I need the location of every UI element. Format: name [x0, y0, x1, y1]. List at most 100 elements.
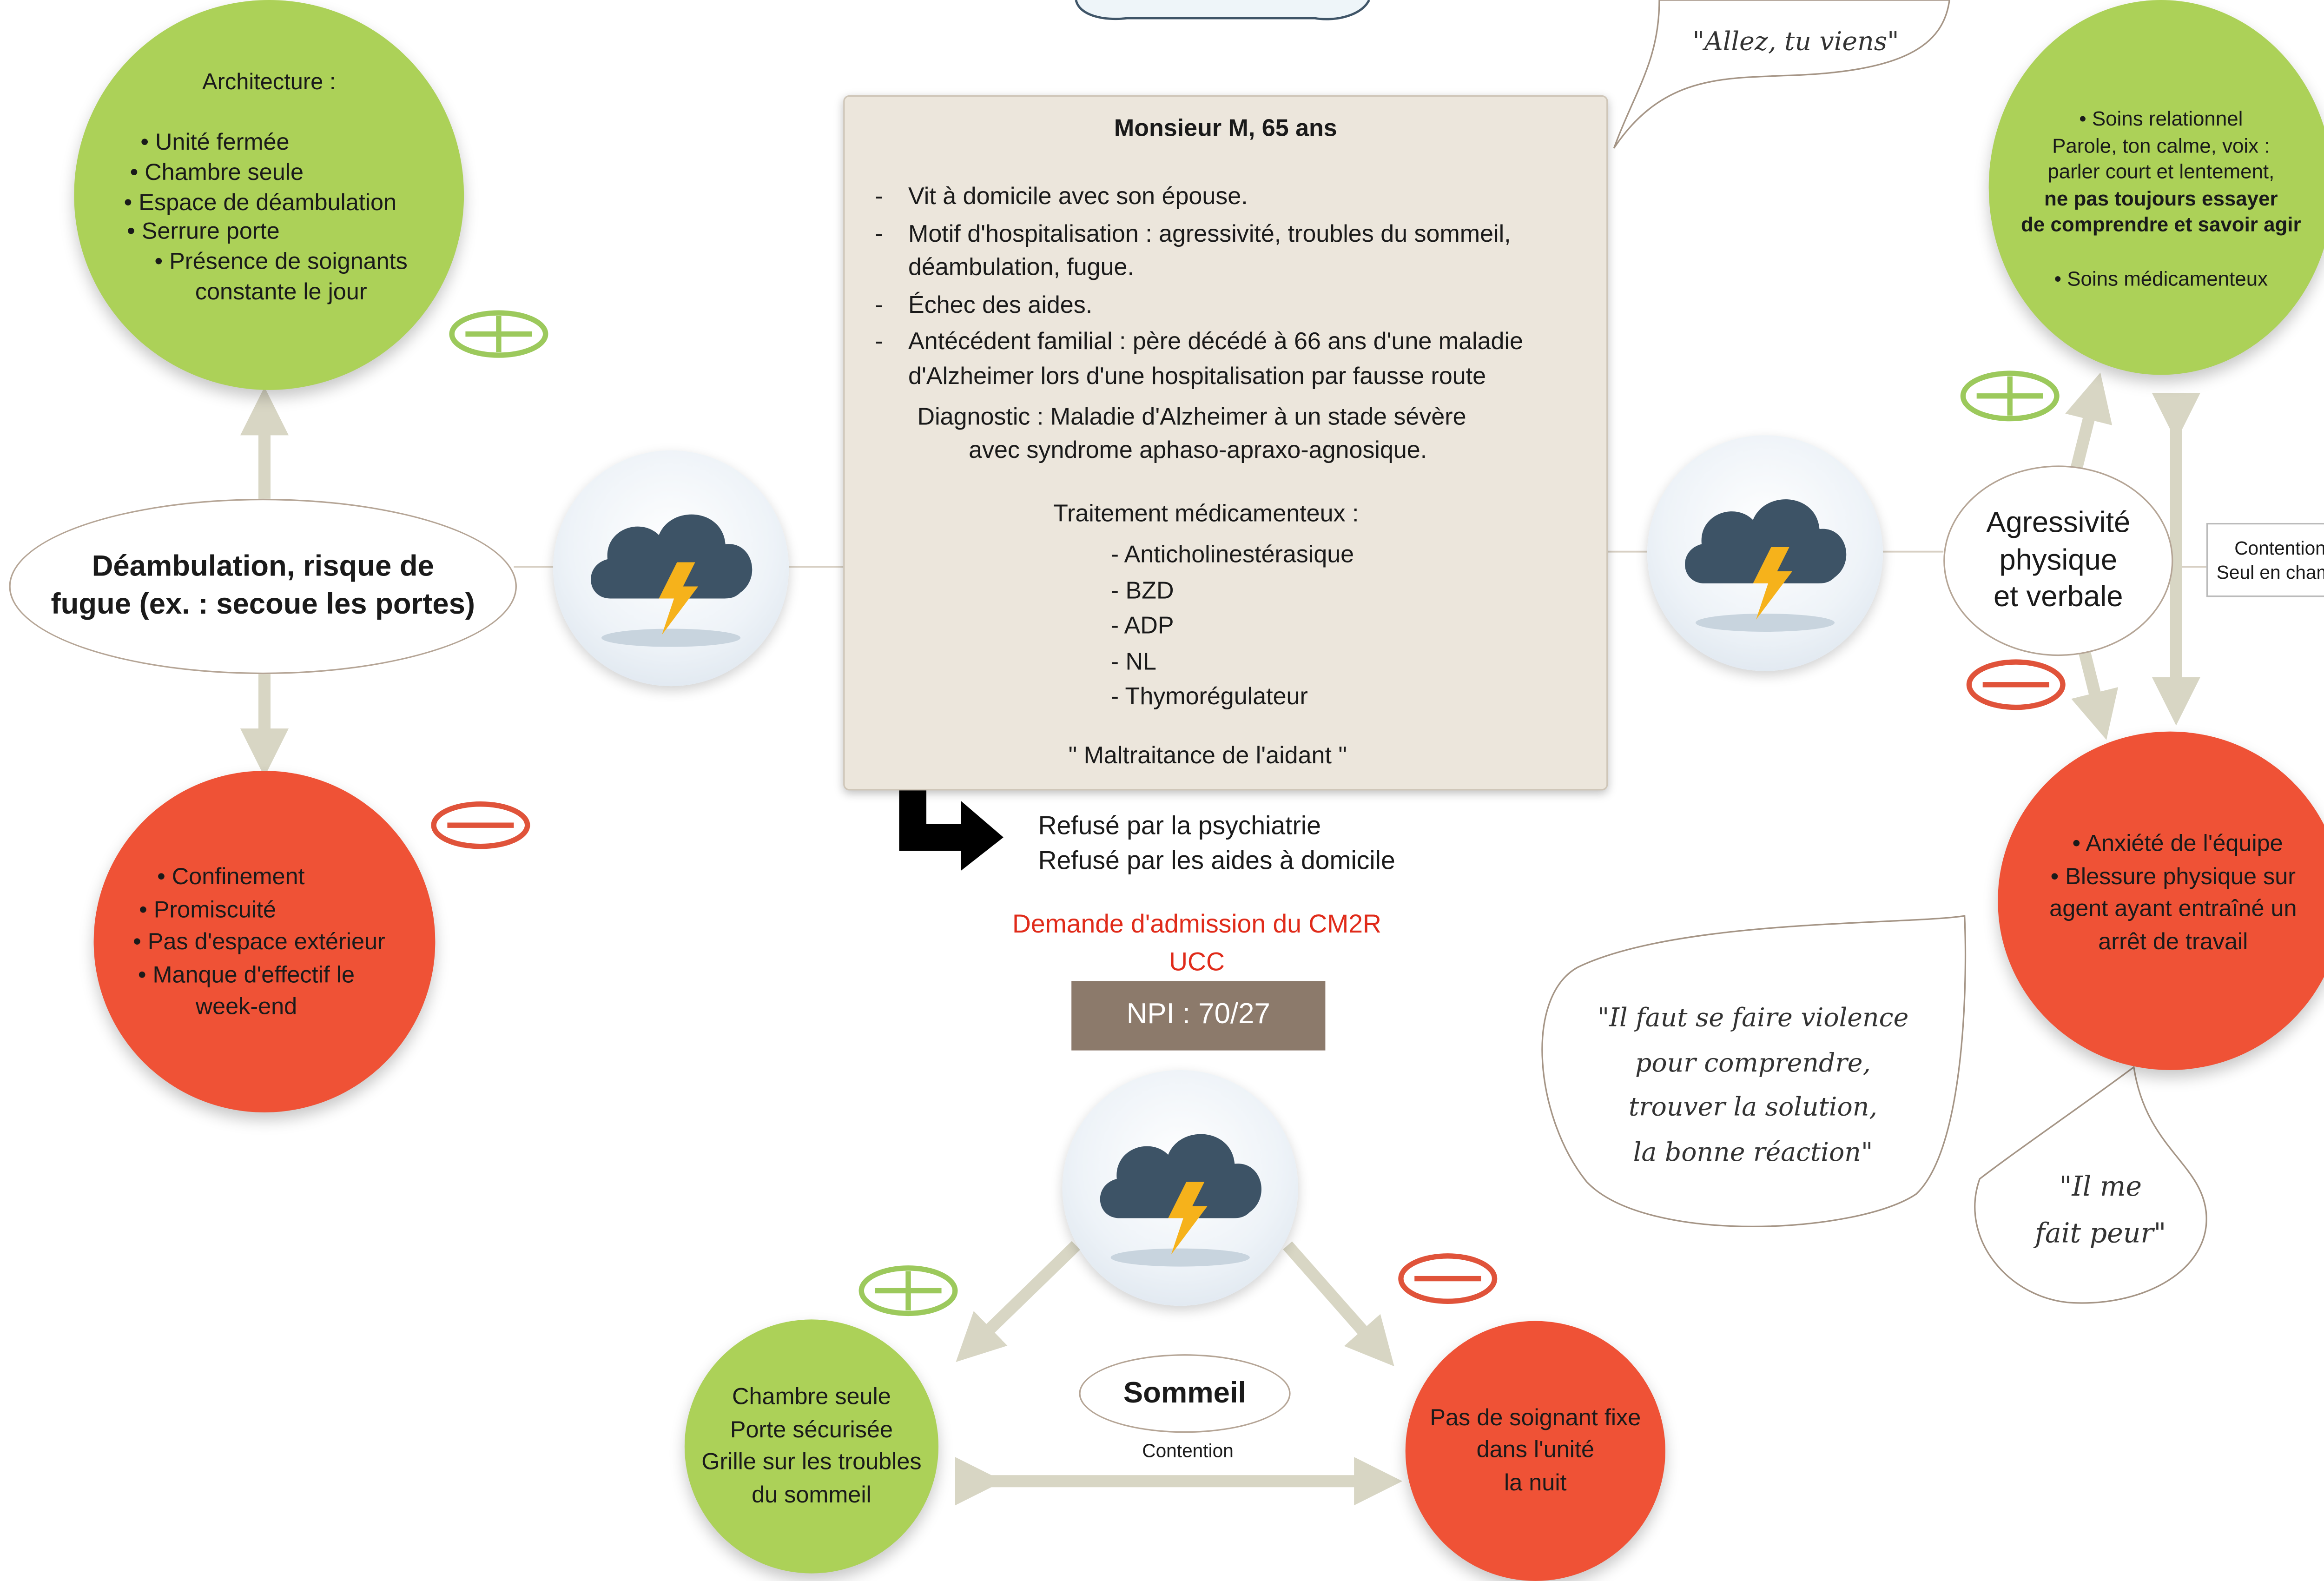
confinement-list: Confinement Promiscuité Pas d'espace ext…: [94, 861, 436, 1024]
confinement-item: Confinement: [94, 861, 436, 894]
storm-cloud-icon: [1100, 1134, 1261, 1267]
soignant-line: Pas de soignant fixe: [1430, 1405, 1641, 1431]
soins-emphasis: de comprendre et savoir agir: [2021, 213, 2301, 236]
plus-icon: [858, 1265, 958, 1316]
bubble-quote-line: la bonne réaction": [1633, 1137, 1873, 1168]
treatment-list: - Anticholinestérasique - BZD - ADP - NL…: [1111, 538, 1354, 715]
admission-line: Demande d'admission du CM2R: [1012, 910, 1381, 939]
confinement-item: Promiscuité: [94, 894, 436, 926]
contention-note-line: Seul en chambre: [2216, 561, 2324, 583]
soins-emphasis: ne pas toujours essayer: [2044, 186, 2278, 210]
soins-text: Soins relationnel Parole, ton calme, voi…: [1989, 106, 2324, 292]
patient-card: Monsieur M, 65 ans Vit à domicile avec s…: [843, 95, 1608, 791]
minus-icon: [1398, 1253, 1498, 1304]
diagnosis-line: avec syndrome aphaso-apraxo-agnosique.: [969, 438, 1427, 464]
arrow-to-anxiete: [2071, 642, 2119, 740]
anxiete-node: Anxiété de l'équipe Blessure physique su…: [1998, 731, 2324, 1070]
anxiete-item: Anxiété de l'équipe: [1998, 828, 2324, 861]
architecture-title: Architecture :: [202, 69, 336, 95]
treatment-item: - NL: [1110, 649, 1157, 675]
agressivite-node: Agressivité physique et verbale: [1943, 465, 2173, 656]
confinement-item: Pas d'espace extérieur: [94, 926, 436, 959]
patient-fact: Antécédent familial : père décédé à 66 a…: [875, 326, 1601, 394]
treatment-item: - BZD: [1110, 578, 1174, 604]
agressivite-label: et verbale: [1994, 581, 2123, 614]
plus-icon: [449, 310, 548, 358]
deambulation-node: Déambulation, risque de fugue (ex. : sec…: [9, 498, 517, 675]
caregiver-quote: " Maltraitance de l'aidant ": [1068, 743, 1347, 769]
refusal-arrow-head: [961, 801, 1004, 871]
bubble-small-line: "Il me: [2059, 1171, 2142, 1204]
soins-line: Parole, ton calme, voix :: [2052, 133, 2270, 157]
patient-fact: Motif d'hospitalisation : agressivité, t…: [875, 218, 1601, 286]
speech-bubble-top: [1613, 0, 1950, 149]
agressivite-label: physique: [1999, 543, 2118, 577]
sommeil-node: Sommeil: [1079, 1354, 1291, 1433]
contention-label: Contention: [1142, 1440, 1234, 1462]
chambre-line: Porte sécurisée: [730, 1417, 893, 1443]
bubble-small-line: fait peur": [2035, 1218, 2166, 1250]
contention-note: Contention ? Seul en chambre: [2206, 523, 2324, 597]
deambulation-label: fugue (ex. : secoue les portes): [51, 588, 475, 622]
treatment-item: - Thymorégulateur: [1110, 684, 1308, 711]
storm-bottom: [1062, 1070, 1298, 1306]
treatment-title: Traitement médicamenteux :: [1053, 502, 1359, 528]
bubble-quote-line: trouver la solution,: [1629, 1092, 1877, 1123]
diagnosis-line: Diagnostic : Maladie d'Alzheimer à un st…: [917, 405, 1466, 431]
admission-request: Demande d'admission du CM2R UCC: [967, 906, 1426, 981]
treatment-item: - ADP: [1110, 614, 1174, 640]
soins-node: Soins relationnel Parole, ton calme, voi…: [1988, 0, 2324, 375]
architecture-item: Unité fermée: [74, 128, 464, 158]
deambulation-label: Déambulation, risque de: [92, 550, 434, 584]
sommeil-label: Sommeil: [1123, 1376, 1247, 1409]
architecture-node: Architecture : Unité fermée Chambre seul…: [74, 0, 464, 390]
refusal-line: Refusé par la psychiatrie: [1038, 811, 1321, 840]
bubble-small: "Il me fait peur": [2010, 1164, 2191, 1258]
architecture-item: Chambre seule: [74, 159, 464, 188]
bubble-quote: "Il faut se faire violence pour comprend…: [1557, 998, 1949, 1176]
chambre-node: Chambre seule Porte sécurisée Grille sur…: [684, 1319, 939, 1574]
chambre-line: Chambre seule: [732, 1384, 891, 1410]
storm-left: [553, 450, 789, 687]
treatment-item: - Anticholinestérasique: [1110, 542, 1354, 569]
arrow-to-soignant: [1283, 1241, 1394, 1367]
confinement-node: Confinement Promiscuité Pas d'espace ext…: [93, 771, 436, 1112]
chambre-line: Grille sur les troubles: [701, 1449, 922, 1475]
anxiete-list: Anxiété de l'équipe Blessure physique su…: [1998, 828, 2324, 959]
architecture-item: Présence de soignants constante le jour: [74, 248, 464, 308]
plus-icon: [1960, 370, 2060, 422]
agressivite-label: Agressivité: [1986, 506, 2131, 540]
minus-icon: [431, 801, 530, 849]
storm-right: [1647, 435, 1883, 671]
soignant-node: Pas de soignant fixe dans l'unité la nui…: [1405, 1321, 1665, 1581]
storm-cloud-icon: [1685, 499, 1847, 632]
patient-fact: Vit à domicile avec son épouse.: [875, 181, 1601, 215]
npi-badge: NPI : 70/27: [1071, 981, 1326, 1051]
refusal-line: Refusé par les aides à domicile: [1038, 846, 1395, 875]
refusal-text: Refusé par la psychiatrie Refusé par les…: [1038, 808, 1395, 878]
bubble-quote-line: "Il faut se faire violence: [1597, 1003, 1909, 1034]
patient-card-title: Monsieur M, 65 ans: [1114, 116, 1337, 142]
arrow-to-soins: [2065, 372, 2113, 470]
soignant-line: dans l'unité: [1476, 1437, 1595, 1464]
soins-line: parler court et lentement,: [2047, 160, 2275, 183]
storm-cloud-icon: [591, 514, 753, 647]
speech-bubble-small: [1974, 1065, 2207, 1304]
minus-icon: [1966, 659, 2066, 710]
architecture-item: Serrure porte: [74, 218, 464, 248]
soignant-line: la nuit: [1504, 1470, 1567, 1496]
speech-bubble-left: [1541, 915, 1967, 1227]
anxiete-item: Blessure physique sur agent ayant entraî…: [1998, 861, 2324, 959]
architecture-list: Unité fermée Chambre seule Espace de déa…: [74, 128, 464, 308]
admission-line: UCC: [1169, 947, 1225, 977]
patient-facts-list: Vit à domicile avec son épouse. Motif d'…: [875, 181, 1601, 394]
storm-cloud-icon: [1075, 0, 1370, 20]
confinement-item: Manque d'effectif le week-end: [94, 959, 436, 1024]
soins-item: Soins médicamenteux: [1989, 265, 2324, 292]
arrow-to-chambre: [956, 1241, 1080, 1362]
bubble-quote-line: pour comprendre,: [1635, 1048, 1871, 1078]
top-bubble-text: "Allez, tu viens": [1692, 27, 1899, 58]
contention-note-line: Contention ?: [2234, 537, 2324, 559]
